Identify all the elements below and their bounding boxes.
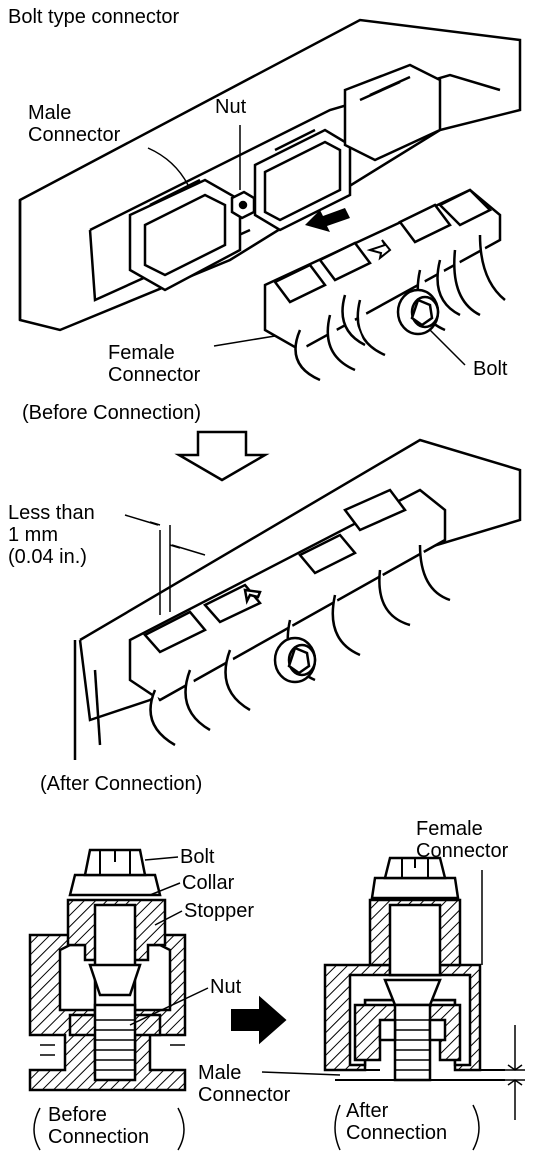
- bolt-after: [273, 636, 317, 684]
- female-connector-body: [263, 188, 506, 382]
- connected-connector: [128, 488, 451, 747]
- male-connector-socket: [128, 63, 442, 292]
- bolt-label-section: Bolt: [180, 846, 215, 868]
- after-section-caption-line2: Connection: [346, 1122, 448, 1144]
- before-connection-caption: (Before Connection): [22, 402, 201, 424]
- diagram-title: Bolt type connector: [8, 6, 180, 28]
- gap-note-line1: Less than: [8, 502, 95, 524]
- nut-label-section: Nut: [210, 976, 242, 998]
- after-section-caption-line1: After: [346, 1100, 389, 1122]
- female-connector-section-line2: Connector: [416, 840, 509, 862]
- collar-label: Collar: [182, 872, 235, 894]
- female-connector-label-line1: Female: [108, 342, 175, 364]
- nut-before: [230, 190, 256, 220]
- gap-note: Less than 1 mm (0.04 in.): [8, 502, 95, 568]
- female-connector-section-line1: Female: [416, 818, 483, 840]
- bolt-label-top: Bolt: [473, 358, 508, 380]
- section-after: [323, 856, 505, 1082]
- female-connector-label-line2: Connector: [108, 364, 201, 386]
- female-connector-label: Female Connector: [108, 342, 200, 386]
- male-connector-label-line2: Connector: [28, 124, 121, 146]
- gap-note-line2: 1 mm: [8, 524, 58, 546]
- male-connector-section-line2: Connector: [198, 1084, 291, 1106]
- stopper-label: Stopper: [184, 900, 255, 922]
- transition-arrow-down: [174, 430, 270, 482]
- before-connection-section-caption: Before Connection: [48, 1104, 149, 1148]
- gap-note-line3: (0.04 in.): [8, 546, 87, 568]
- top-leader-lines: [147, 125, 466, 366]
- before-section-caption-line2: Connection: [48, 1126, 150, 1148]
- nut-label-top: Nut: [215, 96, 247, 118]
- before-section-caption-line1: Before: [48, 1104, 107, 1126]
- male-connector-label: Male Connector: [28, 102, 120, 146]
- gap-dimension: [124, 514, 206, 615]
- female-connector-label-section: Female Connector: [416, 818, 508, 862]
- male-connector-section-line1: Male: [198, 1062, 242, 1084]
- after-gap-dimension: [470, 1025, 525, 1120]
- section-before: [28, 848, 187, 1092]
- ecu-housing-after: [73, 438, 522, 760]
- after-connection-caption: (After Connection): [40, 773, 203, 795]
- transition-arrow-right: [231, 995, 287, 1045]
- section-leader-lines: [33, 856, 483, 1151]
- bolt-before: [396, 288, 440, 336]
- after-connection-section-caption: After Connection: [346, 1100, 447, 1144]
- male-connector-label-section: Male Connector: [198, 1062, 290, 1106]
- direction-arrows-before: [305, 208, 392, 261]
- male-connector-label-line1: Male: [28, 102, 72, 124]
